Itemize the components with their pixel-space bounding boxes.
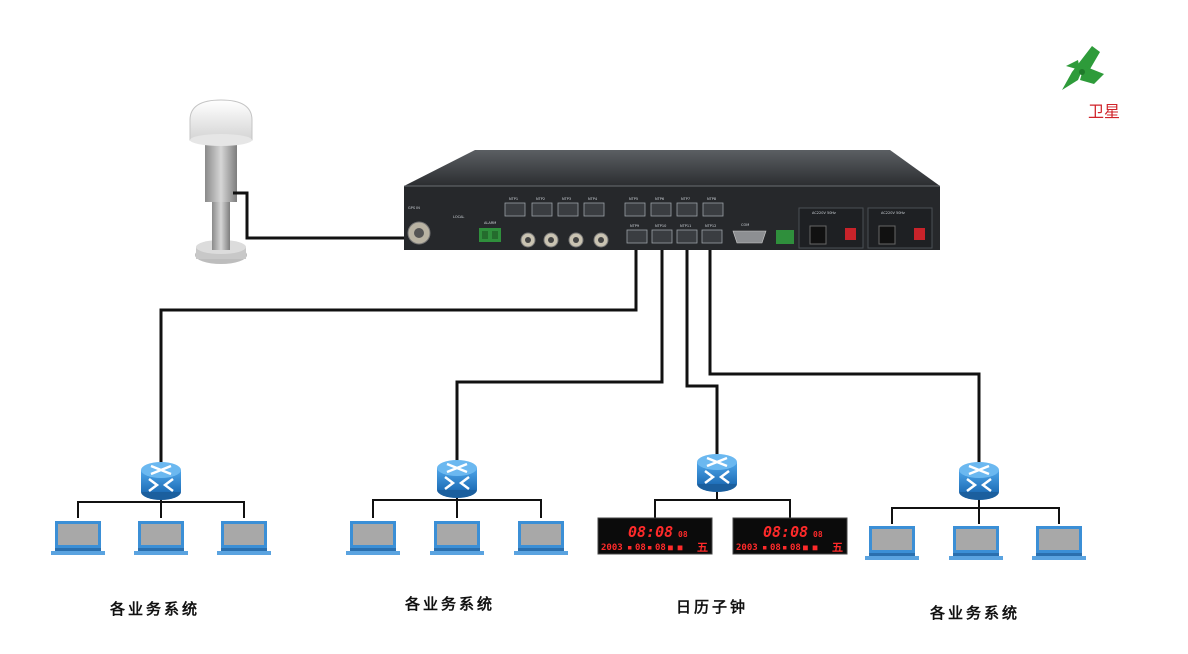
- svg-text:GPS IN: GPS IN: [408, 206, 420, 210]
- calendar-clock: 08:08 08 2003 ▪ 08 ▪ 08 ■ ■ 五: [732, 517, 848, 555]
- svg-text:NTP4: NTP4: [588, 197, 598, 201]
- svg-text:NTP7: NTP7: [681, 197, 690, 201]
- router-icon: [957, 460, 1001, 502]
- power-supply-1: AC220V 50Hz: [798, 207, 864, 249]
- svg-text:■ ■: ■ ■: [668, 543, 683, 552]
- computer-icon: [51, 521, 105, 555]
- svg-text:▪: ▪: [627, 543, 632, 553]
- computer-icon: [865, 526, 919, 560]
- svg-text:五: 五: [832, 541, 843, 554]
- router-icon: [435, 458, 479, 500]
- svg-text:NTP5: NTP5: [629, 197, 638, 201]
- svg-text:08: 08: [770, 543, 781, 553]
- bnc-connectors: [520, 232, 609, 248]
- svg-text:AC220V 50Hz: AC220V 50Hz: [812, 211, 836, 215]
- svg-text:2003: 2003: [736, 543, 758, 553]
- svg-text:08: 08: [813, 530, 823, 539]
- calendar-clock: 08:08 08 2003 ▪ 08 ▪ 08 ■ ■ 五: [597, 517, 713, 555]
- gps-antenna: [189, 99, 253, 264]
- computer-icon: [346, 521, 400, 555]
- svg-text:五: 五: [697, 541, 708, 554]
- subsystem-label: 各业务系统: [930, 604, 1021, 622]
- tree-lines: [77, 485, 1060, 524]
- svg-text:NTP10: NTP10: [655, 224, 666, 228]
- svg-text:08: 08: [790, 543, 801, 553]
- subsystem-label: 日历子钟: [676, 598, 749, 616]
- svg-text:NTP11: NTP11: [680, 224, 691, 228]
- router-icon: [139, 460, 183, 502]
- brand-text: 卫星: [1088, 102, 1121, 121]
- computer-icon: [949, 526, 1003, 560]
- svg-text:NTP1: NTP1: [509, 197, 518, 201]
- svg-text:LOCAL: LOCAL: [453, 215, 464, 219]
- svg-text:■ ■: ■ ■: [803, 543, 818, 552]
- subsystem-label: 各业务系统: [405, 595, 496, 613]
- computer-icon: [1032, 526, 1086, 560]
- power-supply-2: AC220V 50Hz: [867, 207, 933, 249]
- svg-text:08:08: 08:08: [763, 523, 808, 541]
- computer-icon: [430, 521, 484, 555]
- svg-text:NTP8: NTP8: [707, 197, 716, 201]
- computer-icon: [514, 521, 568, 555]
- svg-text:08:08: 08:08: [628, 523, 673, 541]
- svg-text:2003: 2003: [601, 543, 623, 553]
- gps-connector: GPS IN: [407, 206, 431, 245]
- subsystem-label: 各业务系统: [110, 600, 201, 618]
- svg-text:08: 08: [678, 530, 688, 539]
- power-terminal: [776, 230, 794, 244]
- svg-text:▪: ▪: [647, 543, 652, 553]
- svg-text:08: 08: [655, 543, 666, 553]
- port-labels: NTP1 NTP2 NTP3 NTP4 NTP5 NTP6 NTP7 NTP8 …: [509, 197, 716, 228]
- svg-text:NTP9: NTP9: [630, 224, 639, 228]
- ethernet-ports: [504, 202, 724, 244]
- svg-text:NTP12: NTP12: [705, 224, 716, 228]
- svg-text:AC220V 50Hz: AC220V 50Hz: [881, 211, 905, 215]
- computer-icon: [217, 521, 271, 555]
- router-icon: [695, 452, 739, 494]
- svg-text:▪: ▪: [762, 543, 767, 553]
- svg-text:NTP2: NTP2: [536, 197, 545, 201]
- connection-lines: [159, 191, 981, 465]
- com-port: COM: [732, 223, 767, 244]
- svg-text:08: 08: [635, 543, 646, 553]
- svg-text:NTP3: NTP3: [562, 197, 571, 201]
- svg-text:ALARM: ALARM: [484, 221, 496, 225]
- svg-text:▪: ▪: [782, 543, 787, 553]
- svg-text:COM: COM: [741, 223, 749, 227]
- svg-text:NTP6: NTP6: [655, 197, 664, 201]
- alarm-terminal: ALARM: [479, 221, 501, 242]
- brand-logo: [1062, 46, 1104, 90]
- time-server-device: GPS IN LOCAL ALARM NTP1 NTP2: [404, 150, 940, 250]
- computer-icon: [134, 521, 188, 555]
